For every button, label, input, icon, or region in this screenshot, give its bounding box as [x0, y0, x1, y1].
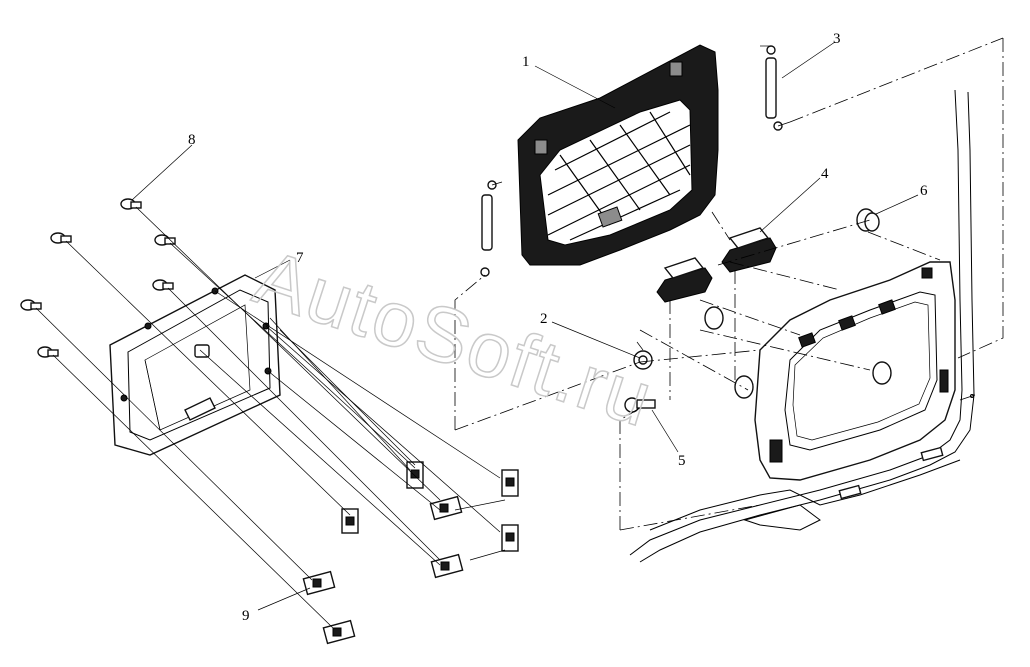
gas-strut-right	[760, 45, 791, 131]
hinge-lower	[656, 257, 713, 303]
callout-7: 7	[296, 250, 304, 266]
callout-5: 5	[678, 453, 686, 469]
callout-6: 6	[920, 183, 928, 199]
callout-8: 8	[188, 132, 196, 148]
assembly-lines	[35, 206, 506, 629]
screws-8	[20, 198, 176, 358]
callout-2: 2	[540, 311, 548, 327]
leader-lines	[131, 41, 919, 611]
watermark-text: AutoSoft.ru	[245, 232, 664, 443]
callout-9: 9	[242, 608, 250, 624]
callout-4: 4	[821, 166, 829, 182]
bumper-6	[704, 208, 892, 399]
bolt-5	[624, 397, 656, 413]
hatch-lid	[517, 44, 719, 266]
cab-body-panel	[629, 89, 976, 563]
gas-strut-left	[480, 180, 503, 277]
callout-3: 3	[833, 31, 841, 47]
clips-9	[302, 461, 519, 645]
alignment-dash-lines	[454, 37, 1004, 531]
callout-1: 1	[522, 54, 530, 70]
